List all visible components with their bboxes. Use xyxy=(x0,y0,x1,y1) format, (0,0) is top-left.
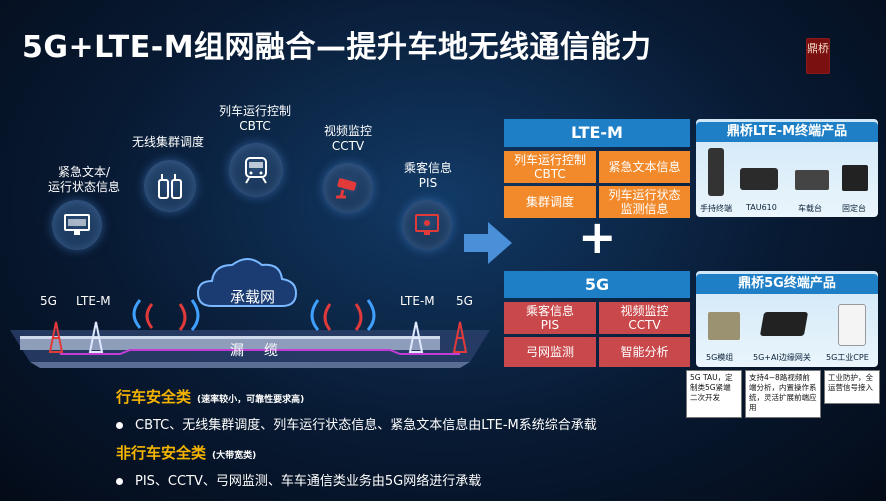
bullet-dot xyxy=(116,478,123,485)
network-diagram xyxy=(10,258,490,368)
ltem-products-header: 鼎桥LTE-M终端产品 xyxy=(696,122,878,142)
note-tau: 5G TAU，定制类5G紧端二次开发 xyxy=(686,370,742,418)
ltem-product-fixed: 固定台 xyxy=(842,204,866,213)
label-left-ltem: LTE-M xyxy=(76,294,111,308)
section-title-safety: 行车安全类 (速率较小，可靠性要求高) xyxy=(116,386,304,407)
fiveg-cell-pantograph: 弓网监测 xyxy=(504,337,596,367)
section-title-safety-text: 行车安全类 xyxy=(116,388,192,406)
cloud-shape xyxy=(196,258,298,307)
fiveg-products-header: 鼎桥5G终端产品 xyxy=(696,274,878,294)
train-icon xyxy=(245,157,267,184)
ltem-panel-header: LTE-M xyxy=(504,119,690,147)
plus-icon: + xyxy=(578,210,617,264)
bullet-safety-text: CBTC、无线集群调度、列车运行状态信息、紧急文本信息由LTE-M系统综合承载 xyxy=(135,418,597,433)
service-circle-trunking xyxy=(144,160,196,212)
fiveg-product-gateway: 5G+AI边缘网关 xyxy=(753,353,811,362)
section-subtitle-nonsafety: (大带宽类) xyxy=(212,451,257,461)
label-right-ltem: LTE-M xyxy=(400,294,435,308)
ltem-cell-status-monitor: 列车运行状态 监测信息 xyxy=(599,186,690,218)
service-circle-cctv xyxy=(323,163,373,213)
brand-logo: 鼎桥 xyxy=(806,38,830,74)
signal-waves xyxy=(132,299,376,331)
page-title: 5G+LTE-M组网融合—提升车地无线通信能力 xyxy=(22,30,652,65)
label-left-5g: 5G xyxy=(40,294,57,308)
fiveg-cell-cctv: 视频监控 CCTV xyxy=(599,302,690,334)
service-label-cctv: 视频监控 CCTV xyxy=(323,124,372,153)
service-label-pis: 乘客信息 PIS xyxy=(403,161,452,190)
camera-icon xyxy=(336,178,357,199)
service-circle-emergency-text xyxy=(52,200,102,250)
tower-right-ltem xyxy=(408,321,424,353)
arrow-right-icon xyxy=(464,222,512,264)
fiveg-product-cpe: 5G工业CPE xyxy=(826,353,869,362)
bullet-nonsafety-text: PIS、CCTV、弓网监测、车车通信类业务由5G网络进行承载 xyxy=(135,474,482,489)
ltem-product-vehicle: 车载台 xyxy=(798,204,822,213)
tower-left-5g xyxy=(48,321,64,353)
tower-right-5g xyxy=(452,321,468,353)
cloud-label: 承载网 xyxy=(230,288,276,306)
ltem-cell-emergency-text: 紧急文本信息 xyxy=(599,151,690,183)
section-subtitle-safety: (速率较小，可靠性要求高) xyxy=(197,395,305,405)
fixed-station-icon xyxy=(842,165,868,191)
section-title-nonsafety-text: 非行车安全类 xyxy=(116,444,207,462)
fiveg-module-icon xyxy=(708,312,740,340)
ltem-product-handheld: 手持终端 xyxy=(700,204,732,213)
ltem-product-tau610: TAU610 xyxy=(746,203,777,212)
cable-label-left: 漏 xyxy=(230,343,244,359)
info-screen-icon xyxy=(415,214,439,235)
service-label-trunking: 无线集群调度 xyxy=(131,135,204,149)
fiveg-panel-header: 5G xyxy=(504,271,690,298)
cable-label-right: 缆 xyxy=(264,343,278,359)
fiveg-product-module: 5G模组 xyxy=(706,353,734,362)
walkie-talkie-icon xyxy=(158,174,182,199)
handheld-device-icon xyxy=(708,148,724,196)
ltem-cell-cbtc: 列车运行控制 CBTC xyxy=(504,151,596,183)
industrial-cpe-icon xyxy=(838,304,866,346)
bullet-nonsafety: PIS、CCTV、弓网监测、车车通信类业务由5G网络进行承载 xyxy=(116,470,481,489)
ltem-cell-trunking: 集群调度 xyxy=(504,186,596,218)
service-label-emergency-text: 紧急文本/ 运行状态信息 xyxy=(47,165,120,194)
fiveg-cell-pis: 乘客信息 PIS xyxy=(504,302,596,334)
label-right-5g: 5G xyxy=(456,294,473,308)
section-title-nonsafety: 非行车安全类 (大带宽类) xyxy=(116,442,256,463)
service-label-cbtc: 列车运行控制 CBTC xyxy=(218,104,291,133)
bullet-dot xyxy=(116,422,123,429)
bullet-safety: CBTC、无线集群调度、列车运行状态信息、紧急文本信息由LTE-M系统综合承载 xyxy=(116,414,597,433)
fiveg-cell-analytics: 智能分析 xyxy=(599,337,690,367)
note-cpe: 工业防护，全运营信号接入 xyxy=(824,370,880,404)
monitor-icon xyxy=(64,214,90,235)
vehicle-radio-icon xyxy=(795,170,829,190)
service-circle-pis xyxy=(402,200,452,250)
note-gateway: 支持4~8路视频前端分析，内置操作系统，灵活扩展前端应用 xyxy=(745,370,821,418)
tau610-device-icon xyxy=(740,168,778,190)
service-circle-cbtc xyxy=(229,143,283,197)
tower-left-ltem xyxy=(88,321,104,353)
edge-gateway-icon xyxy=(759,312,809,336)
